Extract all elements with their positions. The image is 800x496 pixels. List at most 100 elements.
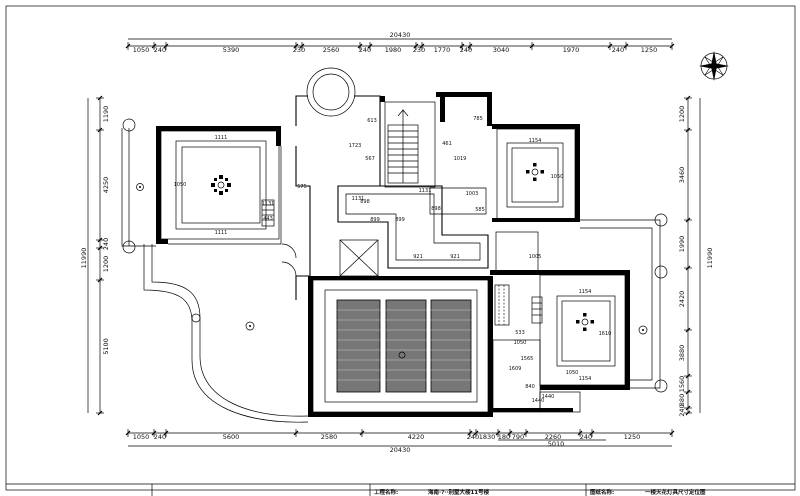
- inner-dim-19: 1154: [529, 138, 542, 144]
- downlight-icon: [136, 183, 648, 359]
- bottom-dim-4: 4220: [408, 433, 425, 441]
- top-dim-5: 240: [359, 46, 371, 54]
- project-name: 海南·?··别墅大楼11号楼: [428, 488, 490, 496]
- inner-dim-17: 1019: [454, 156, 467, 162]
- ceiling-lamp-icon: [576, 313, 594, 331]
- right-dim-4: 3880: [678, 345, 686, 362]
- inner-dim-21: 1005: [529, 254, 542, 260]
- inner-dim-30: 1440: [532, 398, 545, 404]
- top-dimension: 20430 1050 240 5390 230 2560 240 1980 230 1770 24…: [125, 31, 675, 54]
- title-block: 工程名称: 海南·?··别墅大楼11号楼 图纸名称: 一楼天花灯具尺寸定位图: [151, 484, 706, 496]
- top-dim-13: 1250: [641, 46, 658, 54]
- bottom-dim-11: 1250: [624, 433, 641, 441]
- bottom-sub-dim: 5010: [548, 440, 565, 448]
- left-dim-2: 240: [102, 238, 110, 250]
- bottom-dim-0: 1050: [133, 433, 150, 441]
- project-label: 工程名称:: [374, 488, 398, 496]
- drawing-name: 一楼天花灯具尺寸定位图: [645, 488, 706, 496]
- right-dim-5: 1560: [678, 376, 686, 393]
- inner-dim-23: 1610: [599, 331, 612, 337]
- bottom-total-dim: 20430: [390, 446, 411, 454]
- bottom-dim-8: 790: [512, 433, 524, 441]
- coffer-panels: [336, 299, 472, 393]
- top-total-dim: 20430: [390, 31, 411, 39]
- inner-dim-1: 1111: [215, 230, 228, 236]
- right-dim-2: 1990: [678, 236, 686, 253]
- top-dim-2: 5390: [223, 46, 240, 54]
- inner-dim-3: 443: [263, 216, 273, 222]
- inner-dim-18: 461: [442, 141, 452, 147]
- compass-icon: [699, 51, 729, 81]
- bottom-dim-6: 1830: [479, 433, 496, 441]
- inner-dim-14: 921: [450, 254, 460, 260]
- inner-dim-33: 1609: [509, 366, 522, 372]
- top-dim-10: 3040: [493, 46, 510, 54]
- bottom-dim-10: 240: [580, 433, 592, 441]
- bottom-dim-7: 180: [498, 433, 510, 441]
- top-dim-4: 2560: [323, 46, 340, 54]
- terraces: [121, 118, 668, 423]
- top-dim-7: 230: [413, 46, 425, 54]
- inner-dim-26: 533: [515, 330, 525, 336]
- inner-dim-9: 899: [370, 217, 380, 223]
- left-dim-4: 5100: [102, 338, 110, 355]
- top-dim-11: 1970: [563, 46, 580, 54]
- drawing-label: 图纸名称:: [590, 488, 614, 496]
- inner-dim-25: 585: [475, 207, 485, 213]
- inner-dim-16: 785: [473, 116, 483, 122]
- inner-dim-13: 921: [413, 254, 423, 260]
- inner-dim-20: 1050: [551, 174, 564, 180]
- top-dim-1: 240: [154, 46, 166, 54]
- bottom-dim-3: 2580: [321, 433, 338, 441]
- top-dim-3: 230: [293, 46, 305, 54]
- left-dim-3: 1200: [102, 256, 110, 273]
- inner-dim-0: 1111: [215, 135, 228, 141]
- bottom-dim-2: 5600: [223, 433, 240, 441]
- inner-dim-2: 1050: [174, 182, 187, 188]
- right-dim-1: 3460: [678, 167, 686, 184]
- inner-dim-12: 899: [395, 217, 405, 223]
- right-dim-0: 1200: [678, 106, 686, 123]
- top-dim-0: 1050: [133, 46, 150, 54]
- inner-dim-22: 1154: [579, 289, 592, 295]
- inner-dim-27: 1154: [579, 376, 592, 382]
- inner-dim-5: 575: [297, 184, 307, 190]
- left-total-dim: 11990: [80, 248, 88, 269]
- top-dim-9: 240: [460, 46, 472, 54]
- bottom-dim-9: 2260: [545, 433, 562, 441]
- left-dim-0: 1190: [102, 106, 110, 123]
- bottom-dim-1: 240: [154, 433, 166, 441]
- right-dim-3: 2420: [678, 291, 686, 308]
- walls: [156, 67, 630, 417]
- inner-dim-7: 613: [367, 118, 377, 124]
- top-dim-8: 1770: [434, 46, 451, 54]
- inner-dim-31: 530: [559, 408, 569, 414]
- ceiling-lamp-icon: [211, 175, 231, 195]
- inner-dim-24: 1050: [566, 370, 579, 376]
- inner-dim-11: 898: [360, 199, 370, 205]
- top-dim-6: 1980: [385, 46, 402, 54]
- inner-dim-29: 840: [525, 384, 535, 390]
- left-dimension: 11990 1190 4250 240 1200 5100: [80, 95, 110, 416]
- right-dim-7: 240: [678, 404, 686, 416]
- inner-dim-6: 1723: [349, 143, 362, 149]
- inner-dim-15: 898: [431, 206, 441, 212]
- inner-dim-36: 1131: [419, 188, 432, 194]
- inner-dim-4: 1131: [262, 201, 275, 207]
- top-dim-12: 240: [612, 46, 624, 54]
- right-dim-6: 880: [678, 394, 686, 406]
- inner-dim-34: 1050: [514, 340, 527, 346]
- ceiling-lamp-icon: [526, 163, 544, 181]
- ceiling-features: [136, 140, 648, 403]
- left-dim-1: 4250: [102, 177, 110, 194]
- inner-dimensions: 1111111110504431131575172361356789911318…: [174, 116, 612, 414]
- drawing-frame: [5, 5, 796, 491]
- inner-dim-35: 1003: [466, 191, 479, 197]
- inner-dim-28: 1565: [521, 356, 534, 362]
- inner-dim-8: 567: [365, 156, 375, 162]
- right-total-dim: 11990: [706, 248, 714, 269]
- inner-dim-10: 1131: [352, 196, 365, 202]
